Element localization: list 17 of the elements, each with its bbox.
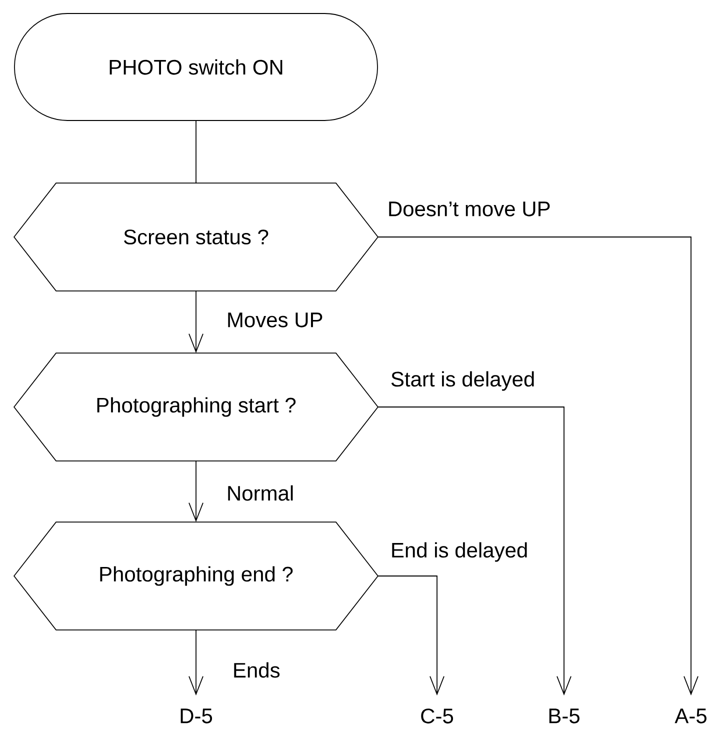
edge-label: Ends (231, 661, 282, 679)
edge-label: Normal (225, 484, 296, 502)
arrow (188, 290, 204, 354)
connector-label: C-5 (421, 708, 454, 724)
arrow (188, 460, 204, 522)
connector-label: A-5 (674, 708, 706, 724)
edge-label: End is delayed (389, 541, 530, 563)
edge-label: Doesn’t move UP (386, 200, 552, 218)
connector-label: D-5 (180, 708, 212, 724)
arrow (188, 630, 204, 696)
arrow (378, 236, 698, 696)
arrow (378, 576, 444, 696)
terminal-box: PHOTO switch ON (14, 13, 378, 121)
arrow (378, 406, 572, 696)
edge-label: Start is delayed (389, 370, 536, 392)
connector-label: B-5 (549, 708, 580, 724)
edge-label: Moves UP (225, 312, 324, 328)
